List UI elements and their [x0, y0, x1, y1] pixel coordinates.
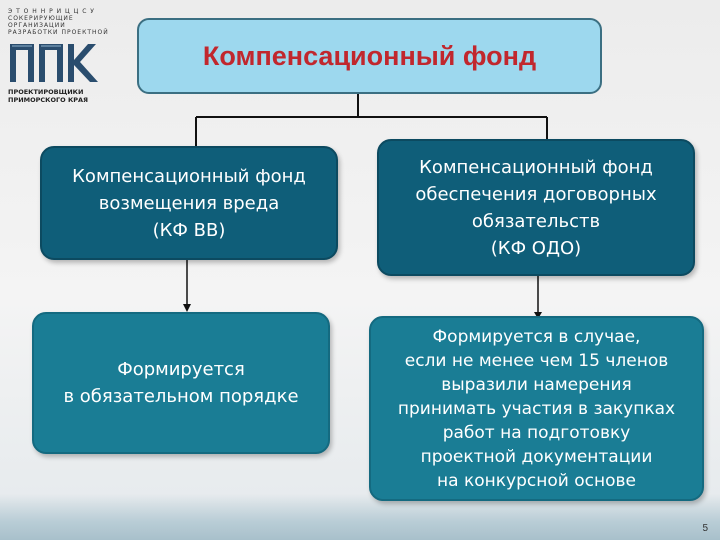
left-arrow-head — [183, 304, 191, 312]
page-number: 5 — [702, 523, 708, 534]
box-kf-vv-text: Компенсационный фонд возмещения вреда (К… — [72, 165, 306, 241]
box-kf-odo-formation-text: Формируется в случае, если не менее чем … — [397, 326, 676, 491]
logo-bottom-text: ПРОЕКТИРОВЩИКИ ПРИМОРСКОГО КРАЯ — [8, 88, 89, 104]
box-kf-vv-formation-text: Формируется в обязательном порядке — [63, 359, 299, 407]
right-arrow-head — [534, 312, 542, 319]
logo: Э Т О Н Н Р И Ц Ц С У СОКЕРИРУЮЩИЕ ОРГАН… — [8, 8, 118, 104]
logo-top-text: Э Т О Н Н Р И Ц Ц С У СОКЕРИРУЮЩИЕ ОРГАН… — [8, 8, 109, 36]
bottom-gradient-band — [0, 494, 720, 540]
title-box: Компенсационный фонд — [137, 18, 602, 94]
ppk-logo-mark — [10, 44, 98, 82]
box-kf-odo-text: Компенсационный фонд обеспечения договор… — [415, 156, 657, 259]
box-kf-odo-formation: Формируется в случае, если не менее чем … — [369, 316, 704, 501]
box-kf-vv-formation: Формируется в обязательном порядке — [32, 312, 330, 454]
box-kf-vv: Компенсационный фонд возмещения вреда (К… — [40, 146, 338, 260]
box-kf-odo: Компенсационный фонд обеспечения договор… — [377, 139, 695, 276]
diagram-title: Компенсационный фонд — [202, 40, 537, 71]
